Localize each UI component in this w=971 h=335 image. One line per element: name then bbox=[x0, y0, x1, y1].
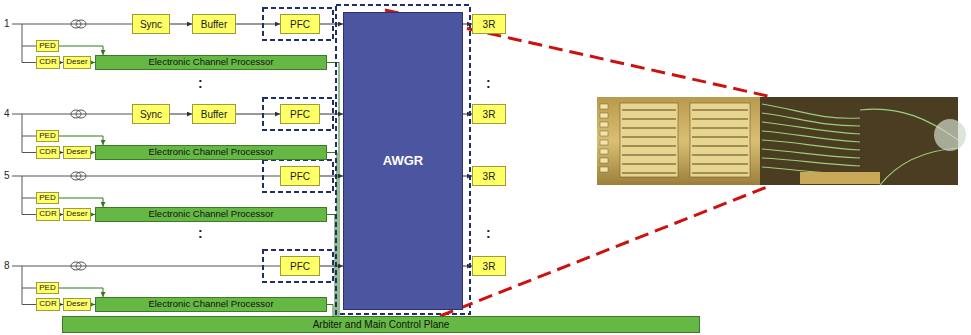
node-label: Deser bbox=[66, 210, 87, 219]
continuation-dots: : bbox=[486, 226, 491, 240]
signal-connector bbox=[320, 266, 343, 267]
component-box: CDR bbox=[36, 146, 60, 159]
router-block: AWGR bbox=[343, 12, 463, 310]
component-box: Deser bbox=[63, 298, 91, 311]
node-label: Buffer bbox=[201, 109, 228, 120]
signal-connector bbox=[327, 215, 335, 317]
signal-connector bbox=[320, 176, 343, 177]
node-label: 3R bbox=[483, 261, 496, 272]
node-label: PED bbox=[39, 132, 55, 141]
node-label: Arbiter and Main Control Plane bbox=[313, 319, 450, 330]
node-label: PFC bbox=[290, 109, 310, 120]
signal-connector bbox=[236, 114, 280, 115]
processor-bar: Electronic Channel Processor bbox=[95, 145, 327, 160]
continuation-dots: : bbox=[198, 226, 203, 240]
node-label: 3R bbox=[483, 109, 496, 120]
component-box: Deser bbox=[63, 208, 91, 221]
component-box: 3R bbox=[472, 166, 506, 186]
node-label: Electronic Channel Processor bbox=[148, 299, 273, 309]
port-number: 4 bbox=[4, 109, 10, 119]
signal-connector bbox=[170, 24, 192, 25]
node-label: PED bbox=[39, 194, 55, 203]
component-box: Deser bbox=[63, 146, 91, 159]
port-number: 5 bbox=[4, 171, 10, 181]
node-label: CDR bbox=[39, 58, 56, 67]
component-box: Sync bbox=[132, 104, 170, 124]
processor-bar: Electronic Channel Processor bbox=[95, 55, 327, 70]
node-label: Electronic Channel Processor bbox=[148, 147, 273, 157]
node-label: PFC bbox=[290, 19, 310, 30]
component-box: PFC bbox=[280, 256, 320, 276]
component-box: CDR bbox=[36, 298, 60, 311]
signal-connector bbox=[327, 305, 333, 317]
component-box: PED bbox=[36, 282, 59, 294]
component-box: 3R bbox=[472, 104, 506, 124]
processor-bar: Arbiter and Main Control Plane bbox=[62, 316, 700, 333]
node-label: Electronic Channel Processor bbox=[148, 209, 273, 219]
component-box: PED bbox=[36, 130, 59, 142]
component-box: Buffer bbox=[192, 104, 236, 124]
node-label: 3R bbox=[483, 171, 496, 182]
node-label: CDR bbox=[39, 148, 56, 157]
port-number: 8 bbox=[4, 261, 10, 271]
signal-connector bbox=[59, 46, 103, 55]
node-label: PFC bbox=[290, 261, 310, 272]
component-box: PFC bbox=[280, 166, 320, 186]
component-box: PFC bbox=[280, 14, 320, 34]
continuation-dots: : bbox=[198, 76, 203, 90]
node-label: Deser bbox=[66, 300, 87, 309]
component-box: Sync bbox=[132, 14, 170, 34]
node-label: CDR bbox=[39, 300, 56, 309]
signal-connector bbox=[59, 288, 103, 297]
processor-bar: Electronic Channel Processor bbox=[95, 297, 327, 312]
component-box: 3R bbox=[472, 256, 506, 276]
port-number: 1 bbox=[4, 19, 10, 29]
continuation-dots: : bbox=[486, 76, 491, 90]
node-label: AWGR bbox=[383, 154, 423, 168]
component-box: CDR bbox=[36, 208, 60, 221]
node-label: Sync bbox=[140, 19, 162, 30]
signal-connector bbox=[320, 114, 343, 115]
component-box: PED bbox=[36, 40, 59, 52]
signal-connector bbox=[59, 136, 103, 145]
node-label: PED bbox=[39, 284, 55, 293]
signal-connector bbox=[320, 24, 343, 25]
component-box: PFC bbox=[280, 104, 320, 124]
component-box: Deser bbox=[63, 56, 91, 69]
component-box: Buffer bbox=[192, 14, 236, 34]
node-label: CDR bbox=[39, 210, 56, 219]
node-label: Electronic Channel Processor bbox=[148, 57, 273, 67]
chip-photo bbox=[597, 97, 966, 185]
node-label: 3R bbox=[483, 19, 496, 30]
node-label: PED bbox=[39, 42, 55, 51]
component-box: 3R bbox=[472, 14, 506, 34]
component-box: PED bbox=[36, 192, 59, 204]
processor-bar: Electronic Channel Processor bbox=[95, 207, 327, 222]
node-label: PFC bbox=[290, 171, 310, 182]
node-label: Sync bbox=[140, 109, 162, 120]
signal-connector bbox=[170, 114, 192, 115]
signal-connector bbox=[59, 198, 103, 207]
component-box: CDR bbox=[36, 56, 60, 69]
signal-connector bbox=[236, 24, 280, 25]
node-label: Deser bbox=[66, 148, 87, 157]
node-label: Buffer bbox=[201, 19, 228, 30]
node-label: Deser bbox=[66, 58, 87, 67]
